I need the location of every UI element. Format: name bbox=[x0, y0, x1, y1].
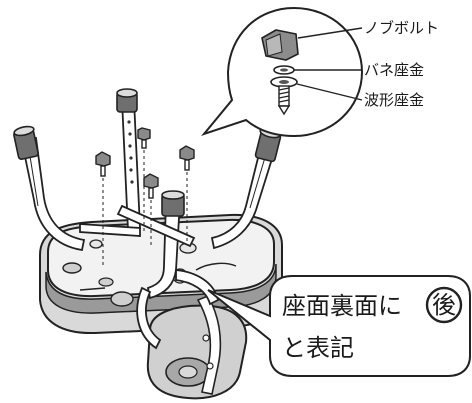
knob-bolt bbox=[179, 145, 195, 244]
spring-washer-icon-hole bbox=[280, 68, 288, 72]
backrest-frame bbox=[196, 294, 222, 395]
leg-front-left bbox=[20, 136, 86, 252]
adjust-holes bbox=[127, 120, 134, 184]
seat-slot bbox=[79, 287, 106, 291]
leg-rear-right bbox=[146, 198, 181, 300]
knob-bolt bbox=[137, 127, 151, 232]
wave-washer-icon-hole bbox=[279, 80, 289, 84]
backrest-screw bbox=[206, 362, 214, 370]
adjust-hole bbox=[127, 120, 131, 124]
seat-hole bbox=[62, 262, 82, 274]
zoom-callout: ノブボルト バネ座金 波形座金 bbox=[201, 6, 439, 138]
adjust-hole bbox=[128, 132, 132, 136]
bolt-thread-icon bbox=[278, 87, 290, 103]
adjust-hole bbox=[129, 168, 133, 172]
rear-mark-text: 後 bbox=[432, 291, 456, 319]
note-line1: 座面裏面に bbox=[282, 292, 402, 320]
backrest-screw bbox=[202, 334, 210, 342]
crossbar bbox=[116, 204, 196, 248]
leader-wave-washer bbox=[296, 83, 363, 101]
note-callout: 座面裏面に 後 と表記 bbox=[207, 275, 471, 377]
label-wave-washer: 波形座金 bbox=[364, 91, 424, 109]
adjust-hole bbox=[128, 144, 132, 148]
note-callout-bubble bbox=[207, 275, 471, 377]
label-knob-bolt: ノブボルト bbox=[364, 19, 439, 37]
rear-mark-circle bbox=[425, 286, 463, 324]
adjust-hole bbox=[130, 180, 134, 184]
leg-front-right bbox=[210, 140, 278, 250]
leg-seam bbox=[28, 149, 39, 207]
leg-tip-top bbox=[116, 88, 138, 98]
seat-slot bbox=[195, 262, 237, 271]
note-line2: と表記 bbox=[282, 334, 354, 362]
leg-tip-top bbox=[13, 125, 35, 137]
backrest-knob-center bbox=[178, 365, 198, 379]
backrest bbox=[146, 294, 248, 400]
seat-hole bbox=[98, 277, 114, 287]
label-spring-washer: バネ座金 bbox=[364, 61, 424, 79]
legs bbox=[20, 99, 278, 350]
knob-bolt-icon-face bbox=[265, 33, 283, 57]
leg-seam bbox=[249, 153, 267, 209]
bolt-tip-icon bbox=[277, 105, 291, 116]
bolts bbox=[95, 127, 195, 268]
frame-rail bbox=[175, 269, 220, 306]
knob-bolt bbox=[95, 151, 111, 268]
knob-bolt bbox=[143, 173, 159, 246]
seat-boss bbox=[89, 239, 103, 249]
leg-tip-top bbox=[161, 190, 185, 200]
seat-hole bbox=[110, 291, 134, 307]
frame-rail bbox=[136, 286, 162, 350]
leader-knob-bolt bbox=[297, 27, 363, 39]
crossbar bbox=[79, 223, 141, 237]
adjust-hole bbox=[129, 156, 133, 160]
